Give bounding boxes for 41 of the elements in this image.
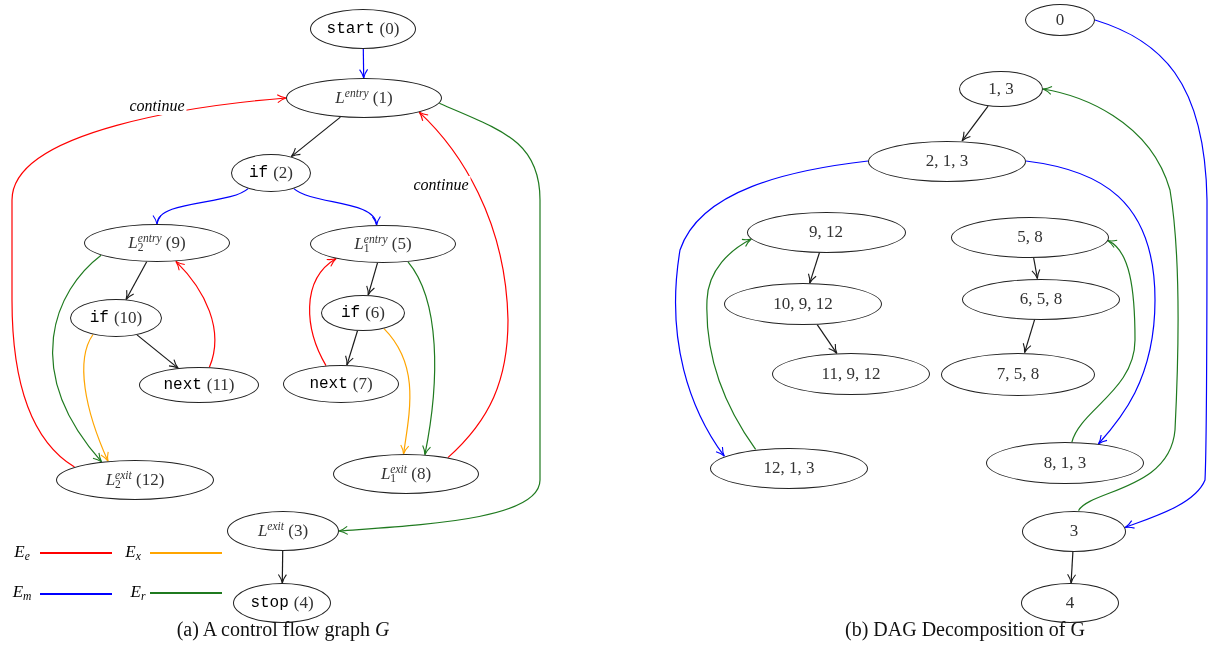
node-label: 6, 5, 8 [1019, 289, 1063, 309]
node-label: 7, 5, 8 [996, 364, 1040, 384]
node-label: L$^{entry}$ (1) [335, 88, 393, 108]
node-label: (2) [273, 163, 293, 183]
node-label: next [309, 375, 348, 393]
legend-label: E$_{r}$ [130, 582, 146, 602]
legend-label: E$_{x}$ [125, 542, 141, 562]
node-label: if [341, 304, 361, 322]
node-label: 10, 9, 12 [773, 294, 833, 314]
node-label: if [249, 164, 269, 182]
node-label: L$_{1}$$^{exit}$ (8) [380, 464, 432, 484]
node-label: 4 [1065, 593, 1075, 613]
node-label: (6) [365, 303, 385, 323]
node-label: L$_{2}$$^{exit}$ (12) [105, 470, 165, 490]
node-label: (0) [379, 19, 400, 39]
legend-label: E$_{m}$ [12, 582, 32, 602]
node-label: (11) [206, 375, 235, 395]
subfigure-caption: (a) A control flow graph G [176, 618, 390, 641]
node-label: stop [250, 594, 289, 612]
legend-label: E$_{e}$ [14, 542, 30, 562]
node-label: L$^{exit}$ (3) [257, 521, 309, 541]
edge-label: continue [127, 97, 187, 115]
node-label: (10) [113, 308, 143, 328]
node-label: (7) [352, 374, 373, 394]
node-label: 9, 12 [809, 222, 843, 242]
node-label: (4) [293, 593, 314, 613]
node-label: 5, 8 [1017, 227, 1043, 247]
node-label: L$_{1}$$^{entry}$ (5) [354, 234, 412, 254]
node-label: start [326, 20, 375, 38]
node-label: L$_{2}$$^{entry}$ (9) [128, 233, 186, 253]
node-label: 0 [1055, 10, 1065, 30]
node-label: 1, 3 [988, 79, 1014, 99]
ellipse-node [986, 442, 1144, 484]
node-label: 3 [1069, 521, 1079, 541]
node-label: next [163, 376, 202, 394]
node-label: if [89, 309, 109, 327]
node-label: 11, 9, 12 [821, 364, 881, 384]
node-label: 2, 1, 3 [925, 151, 969, 171]
node-label: 12, 1, 3 [763, 458, 815, 478]
node-label: 8, 1, 3 [1043, 453, 1087, 473]
subfigure-caption: (b) DAG Decomposition of G [845, 618, 1085, 641]
